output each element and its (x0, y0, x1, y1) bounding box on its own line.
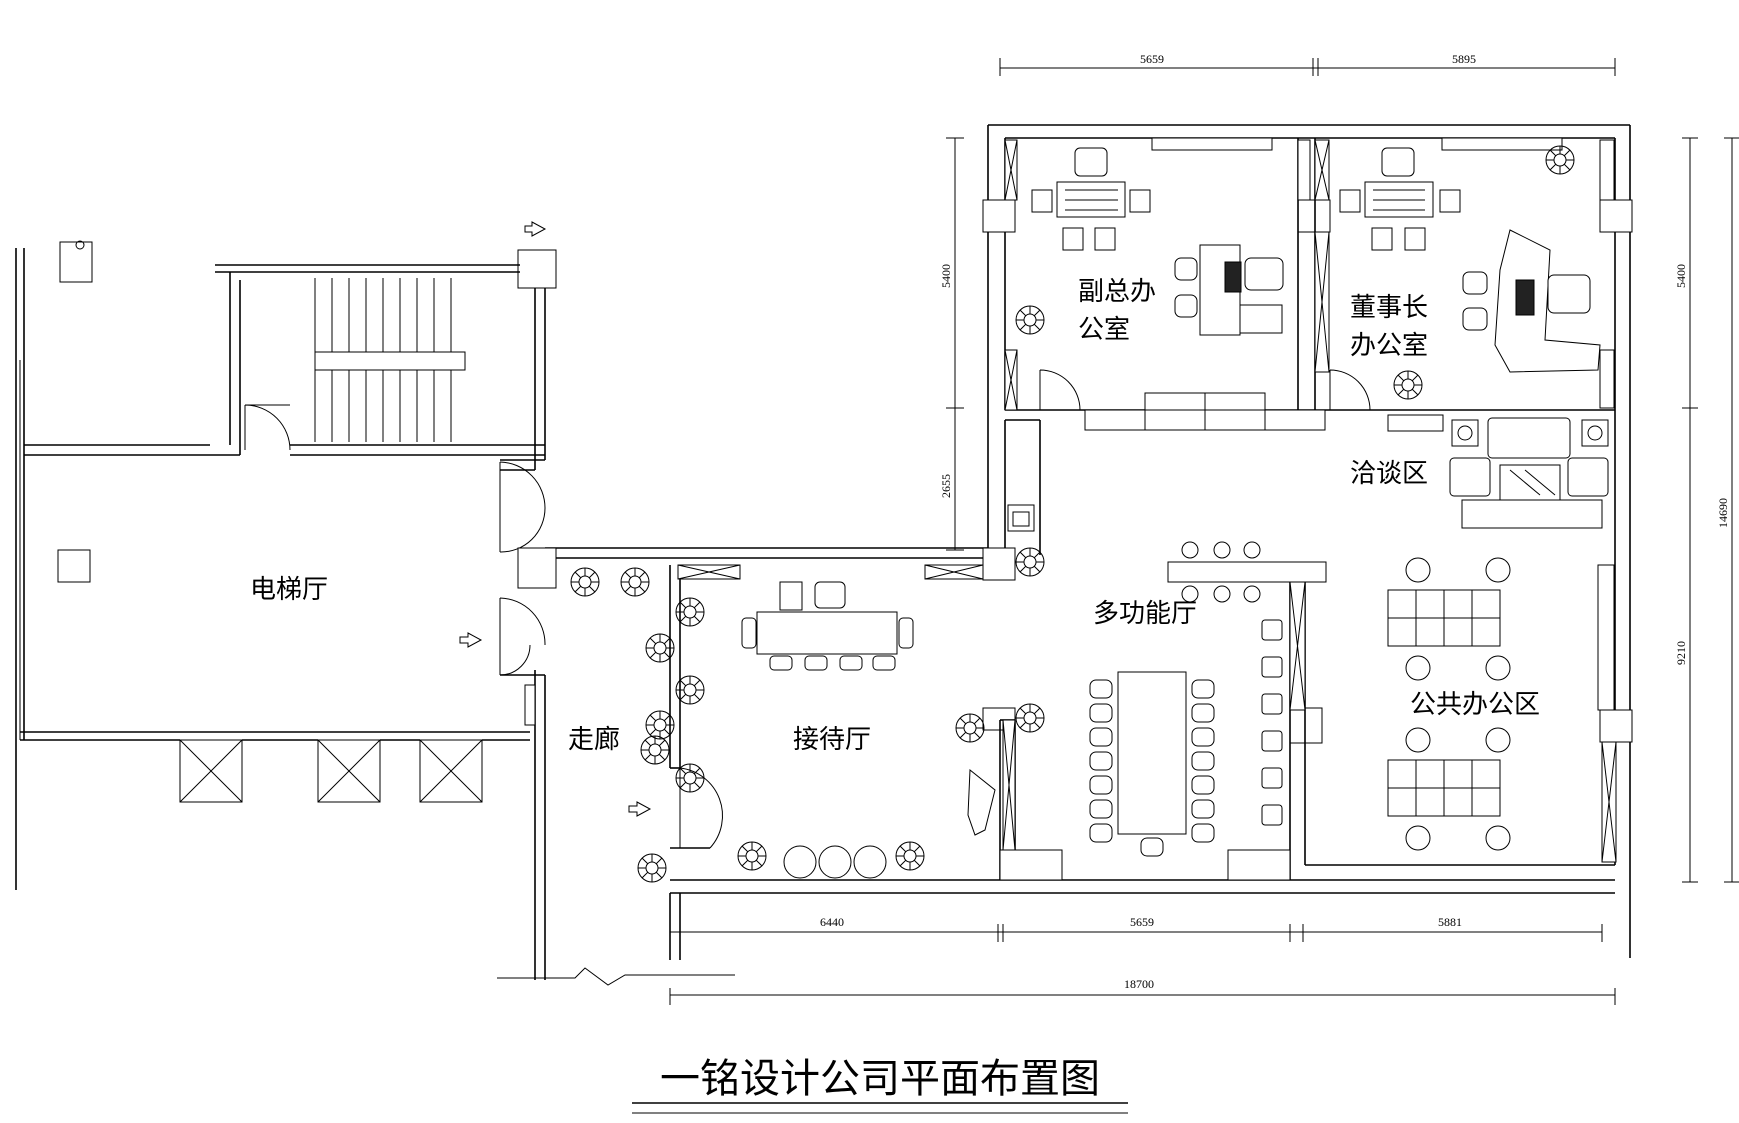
vp-office-furniture (1031, 147, 1284, 336)
office-outer-walls (545, 124, 1631, 960)
dimension-labels: 5659 5895 6440 5659 5881 18700 5400 2655… (820, 52, 1730, 991)
dim-left-upper: 5400 (939, 264, 953, 288)
dimension-lines (669, 58, 1739, 1005)
dim-bottom-3: 5881 (1438, 915, 1462, 929)
elevator-hall-doors[interactable] (244, 404, 546, 676)
dim-right-lower: 9210 (1674, 641, 1688, 665)
dim-left-lower: 2655 (939, 474, 953, 498)
entry-arrows (459, 221, 652, 817)
label-vp-office-2: 公室 (1078, 315, 1130, 345)
label-corridor: 走廊 (568, 725, 620, 755)
public-office-furniture (1387, 557, 1511, 851)
dim-top-left: 5659 (1140, 52, 1164, 66)
reception-furniture (741, 581, 996, 879)
plant-icons (570, 145, 1575, 883)
label-lounge: 洽谈区 (1350, 459, 1428, 489)
label-public-office: 公共办公区 (1410, 690, 1540, 720)
label-reception: 接待厅 (793, 725, 871, 755)
label-elevator-hall: 电梯厅 (250, 575, 328, 605)
lounge-furniture (1449, 417, 1609, 529)
label-chairman-1: 董事长 (1350, 293, 1428, 323)
office-interior-walls (677, 137, 1617, 881)
dim-right-upper: 5400 (1674, 264, 1688, 288)
label-chairman-2: 办公室 (1350, 331, 1428, 361)
staircase (215, 264, 520, 455)
break-line (497, 967, 735, 986)
office-columns (517, 199, 1633, 744)
dim-right-total: 14690 (1716, 498, 1730, 528)
room-labels: 电梯厅 走廊 接待厅 副总办 公室 董事长 办公室 洽谈区 多功能厅 公共办公区 (250, 277, 1540, 755)
label-multifunction: 多功能厅 (1093, 599, 1197, 629)
multifunction-furniture (1089, 541, 1327, 857)
dim-top-right: 5895 (1452, 52, 1476, 66)
label-vp-office-1: 副总办 (1078, 277, 1156, 307)
title-text: 一铭设计公司平面布置图 (660, 1056, 1100, 1102)
elevator-hall-walls (15, 240, 557, 980)
dim-bottom-total: 18700 (1124, 977, 1154, 991)
drawing-title: 一铭设计公司平面布置图 (632, 1056, 1128, 1114)
dim-bottom-1: 6440 (820, 915, 844, 929)
chairman-office-furniture (1339, 147, 1601, 373)
dim-bottom-2: 5659 (1130, 915, 1154, 929)
